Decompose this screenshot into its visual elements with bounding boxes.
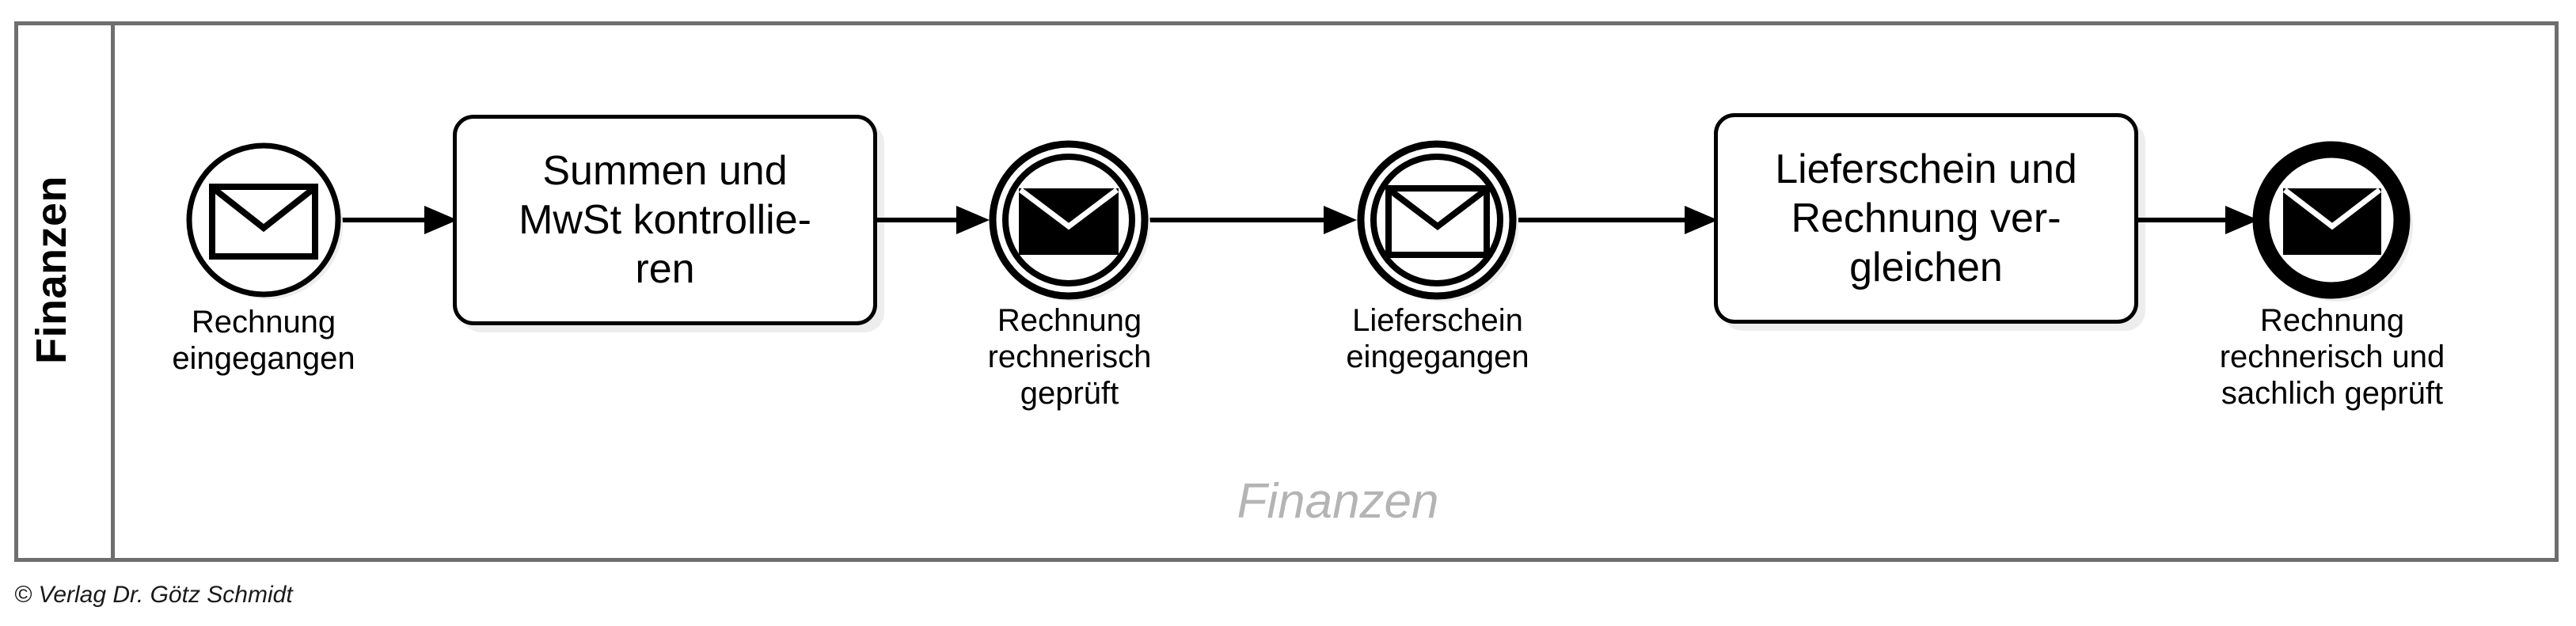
lane-watermark-finanzen: Finanzen	[1237, 474, 1439, 529]
lane-title-finanzen: Finanzen	[28, 176, 75, 365]
task-label: Lieferschein und Rechnung ver- gleichen	[1775, 146, 2077, 290]
intermediate-event-label: Rechnung rechnerisch geprüft	[987, 303, 1152, 411]
sequence-flow-task1-to-event2	[874, 204, 990, 236]
intermediate-event-lieferschein-eingegangen[interactable]: Lieferschein eingegangen	[1346, 139, 1529, 374]
end-event-rechnung-rechnerisch-und-sachlich-geprueft[interactable]: Rechnung rechnerisch und sachlich geprüf…	[2220, 139, 2445, 411]
sequence-flow-event3-to-task2	[1518, 204, 1718, 236]
start-event-label: Rechnung eingegangen	[172, 305, 355, 376]
sequence-flow-start-to-task1	[342, 204, 458, 236]
start-event-rechnung-eingegangen[interactable]: Rechnung eingegangen	[172, 141, 355, 376]
envelope-filled-icon	[1018, 188, 1119, 255]
envelope-outline-icon	[1385, 185, 1490, 258]
sequence-flow-task2-to-end	[2135, 204, 2259, 236]
task-lieferschein-und-rechnung-vergleichen[interactable]: Lieferschein und Rechnung ver- gleichen	[1714, 113, 2138, 324]
copyright-notice: © Verlag Dr. Götz Schmidt	[14, 582, 293, 608]
lane-divider	[111, 21, 115, 562]
envelope-filled-icon	[2282, 188, 2382, 255]
intermediate-event-rechnung-rechnerisch-geprueft[interactable]: Rechnung rechnerisch geprüft	[988, 139, 1151, 411]
intermediate-event-label: Lieferschein eingegangen	[1346, 303, 1529, 374]
envelope-outline-icon	[209, 184, 318, 260]
sequence-flow-event2-to-event3	[1149, 204, 1357, 236]
end-event-label: Rechnung rechnerisch und sachlich geprüf…	[2219, 303, 2445, 411]
task-summen-und-mwst-kontrollieren[interactable]: Summen und MwSt kontrollie- ren	[453, 115, 877, 325]
task-label: Summen und MwSt kontrollie- ren	[519, 148, 811, 292]
